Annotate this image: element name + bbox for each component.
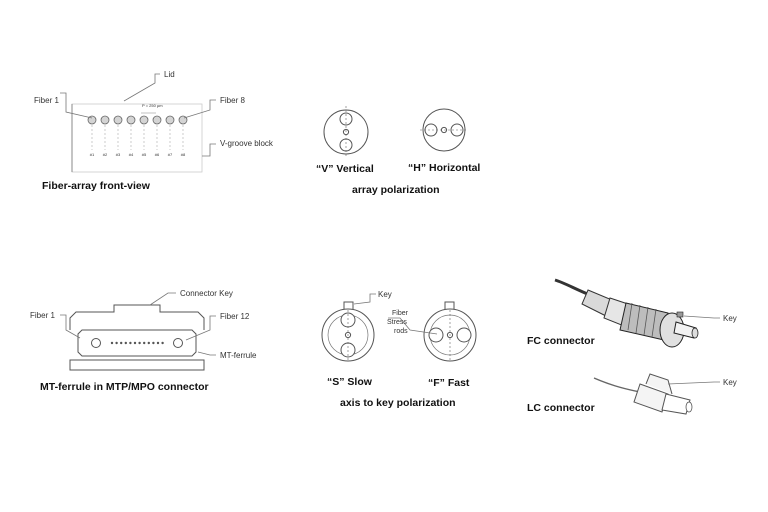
- fiber-id-label: #2: [103, 152, 108, 157]
- array-polarization-caption: array polarization: [352, 184, 440, 196]
- fc-caption: FC connector: [527, 335, 595, 347]
- fiber-id-label: #4: [129, 152, 134, 157]
- key-polarization-caption: axis to key polarization: [340, 397, 456, 409]
- fc-key: [676, 311, 684, 318]
- mt-ferrule-leader: [197, 351, 216, 356]
- mt-fiber: [110, 341, 114, 345]
- vgroove-label: V-groove block: [220, 139, 274, 148]
- mt-fiber: [152, 341, 155, 345]
- fc-cable: [554, 278, 591, 297]
- connector-housing-bottom: [69, 359, 205, 371]
- fiber-id-label: #5: [142, 152, 147, 157]
- mt-fiber: [156, 341, 160, 345]
- lc-key-leader: [667, 381, 720, 385]
- pitch-label: P = 250 µm: [142, 103, 163, 108]
- fiber-id-label: #1: [90, 152, 95, 157]
- mt-fiber: [115, 341, 118, 345]
- fiber-array-caption: Fiber-array front-view: [42, 180, 151, 192]
- fiber-first-label: Fiber 1: [34, 96, 59, 105]
- key-leader: [353, 293, 376, 305]
- mt-ferrule-panel: Connector Key Fiber 1 Fiber 12 MT-ferrul…: [30, 289, 257, 393]
- mt-ferrule-body: [77, 329, 197, 357]
- connector-key-leader: [149, 292, 176, 306]
- stress-rods-line-2: Stress: [387, 319, 407, 326]
- lc-caption: LC connector: [527, 402, 595, 414]
- mt-fiber: [120, 341, 123, 345]
- mt-fiber: [124, 341, 128, 345]
- lid-label: Lid: [164, 70, 175, 79]
- fc-key-leader: [683, 315, 720, 319]
- fiber-id-label: #3: [116, 152, 121, 157]
- guide-pin-hole-right: [173, 338, 183, 348]
- lc-connector-illustration: Key LC connector: [527, 373, 737, 415]
- lc-key-label: Key: [723, 378, 737, 387]
- fast-axis-fiber: [423, 301, 477, 362]
- stress-rod-bottom: [339, 138, 353, 152]
- mt-fiber: [161, 341, 164, 345]
- mt-ferrule-caption: MT-ferrule in MTP/MPO connector: [40, 381, 209, 393]
- fc-key-label: Key: [723, 314, 737, 323]
- lc-front: [661, 393, 691, 415]
- slow-axis-fiber: [321, 301, 375, 362]
- lc-latch: [645, 373, 673, 395]
- mt-fiber-last-label: Fiber 12: [220, 312, 250, 321]
- stress-rod-right: [456, 327, 472, 343]
- fiber-circle: [100, 115, 110, 125]
- horizontal-fiber-cross-section: [420, 108, 468, 152]
- fc-nut-knurl: [627, 302, 657, 338]
- horizontal-label: “H” Horizontal: [408, 162, 480, 174]
- fiber-circle: [139, 115, 149, 125]
- mt-fiber-first-label: Fiber 1: [30, 311, 55, 320]
- stress-rod-left: [428, 327, 444, 343]
- fiber-circle: [152, 115, 162, 125]
- lc-housing: [633, 383, 669, 413]
- fast-label: “F” Fast: [428, 377, 470, 389]
- lc-cable: [593, 377, 641, 393]
- mt-fiber: [129, 341, 132, 345]
- guide-pin-hole-left: [91, 338, 101, 348]
- fiber-circle: [165, 115, 175, 125]
- vgroove-leader: [202, 143, 216, 157]
- stress-rods-line-1: Fiber: [392, 310, 409, 317]
- mt-fiber-row: [110, 341, 164, 345]
- fiber-id-label: #7: [168, 152, 173, 157]
- fiber-last-leader: [183, 99, 216, 119]
- v-groove-block-outline: [71, 103, 203, 173]
- connector-housing-top: [69, 304, 205, 330]
- fiber-circle: [126, 115, 136, 125]
- mt-ferrule-label: MT-ferrule: [220, 351, 257, 360]
- mt-fiber: [143, 341, 146, 345]
- fiber-circle: [113, 115, 123, 125]
- lid-leader: [123, 73, 160, 102]
- mt-fiber-last-leader: [185, 315, 216, 341]
- stress-rods-line-3: rods: [394, 328, 408, 335]
- fiber-last-label: Fiber 8: [220, 96, 245, 105]
- fiber-id-label: #6: [155, 152, 160, 157]
- stress-rod-left: [424, 123, 438, 137]
- fc-connector-illustration: Key FC connector: [527, 278, 737, 348]
- fiber-circle: [87, 115, 97, 125]
- slow-label: “S” Slow: [327, 376, 373, 388]
- lc-ferrule-tip: [685, 401, 693, 413]
- key-polarization-panel: Key Fiber Stress rods “S” Slow “F” Fast …: [321, 290, 477, 409]
- fiber-first-leader: [60, 92, 93, 119]
- key-label: Key: [378, 290, 392, 299]
- connector-key-label: Connector Key: [180, 289, 233, 298]
- fiber-array-panel: #1 #2 #3 #4 #5 #6 #7 #8 Fiber 1 Fiber 8 Lid P =…: [34, 70, 274, 192]
- mt-fiber: [147, 341, 150, 345]
- array-polarization-panel: “V” Vertical “H” Horizontal array polari…: [316, 106, 480, 196]
- vertical-fiber-cross-section: [323, 106, 369, 158]
- mt-fiber: [138, 341, 141, 345]
- stress-rods-leader: [388, 317, 438, 335]
- fiber-id-label: #8: [181, 152, 186, 157]
- fiber-id-labels: #1 #2 #3 #4 #5 #6 #7 #8: [90, 152, 186, 157]
- vertical-label: “V” Vertical: [316, 163, 374, 175]
- mt-fiber: [133, 341, 137, 345]
- fc-ferrule-tip: [691, 327, 699, 339]
- mt-fiber-first-leader: [60, 314, 81, 339]
- fiber-circles: [87, 115, 188, 150]
